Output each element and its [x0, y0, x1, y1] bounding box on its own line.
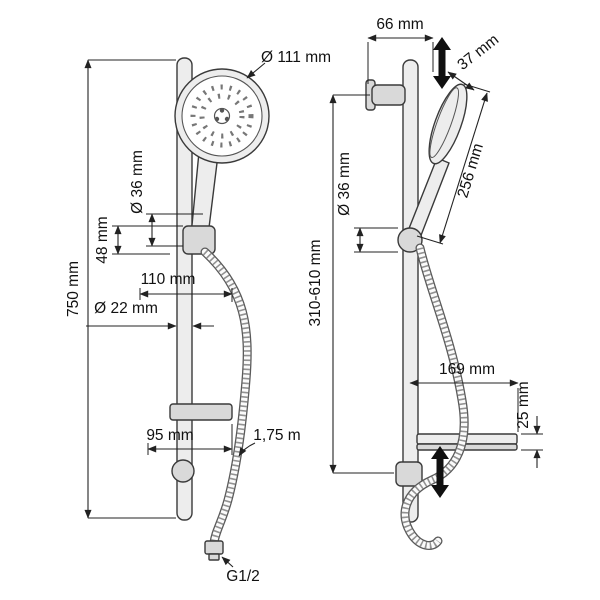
front-view: 750 mm Ø 111 mm Ø 36 mm 48 mm 110 mm: [65, 49, 331, 585]
adjust-arrow-top-icon: [433, 37, 451, 89]
dim-head-offset: 110 mm: [139, 271, 233, 302]
dim-shelf-length: 169 mm: [409, 361, 519, 432]
dim-label-head-offset: 110 mm: [141, 271, 196, 288]
dim-rail-height: 750 mm: [65, 59, 176, 519]
dim-label-adjust-range: 310-610 mm: [307, 239, 324, 326]
hose-nut-front: [204, 540, 224, 555]
dim-label-holder-diameter-front: Ø 36 mm: [129, 150, 146, 214]
bottom-bracket-side: [395, 461, 423, 487]
dim-shelf-height: 25 mm: [515, 381, 543, 468]
adjust-arrow-bottom-icon: [431, 446, 449, 498]
dim-label-holder-height: 48 mm: [94, 216, 111, 263]
dim-adjust-range: 310-610 mm: [307, 94, 394, 474]
lower-bracket-front: [169, 403, 233, 421]
dim-bracket-length: 95 mm: [146, 424, 233, 455]
dim-holder-diameter-side: Ø 36 mm: [336, 152, 398, 253]
dim-hose-length: 1,75 m: [238, 427, 301, 457]
dim-label-bracket-length: 95 mm: [146, 427, 193, 444]
hose-thread-front: [208, 553, 220, 561]
dim-label-hose-length: 1,75 m: [253, 427, 300, 444]
dim-head-diameter: Ø 111 mm: [246, 49, 331, 79]
dim-wall-offset: 66 mm: [367, 16, 434, 84]
dim-label-shelf-length: 169 mm: [439, 361, 495, 378]
dim-label-wall-offset: 66 mm: [376, 16, 423, 33]
bottom-knob-front: [171, 459, 195, 483]
shower-rail-side: [402, 59, 419, 523]
top-bracket-side: [371, 84, 406, 106]
dim-label-shelf-height: 25 mm: [515, 381, 532, 428]
dim-label-handset-length: 256 mm: [454, 141, 487, 200]
nozzle-ring-inner: [199, 93, 245, 139]
dim-label-thread: G1/2: [226, 568, 260, 585]
hose-side: [400, 243, 469, 550]
shower-head-front: [174, 68, 270, 164]
dim-label-rail-diameter: Ø 22 mm: [94, 300, 158, 317]
dim-holder-diameter-front: Ø 36 mm: [129, 150, 203, 247]
dim-label-holder-diameter-side: Ø 36 mm: [336, 152, 353, 216]
dim-head-thickness: 37 mm: [447, 31, 502, 91]
dim-label-head-thickness: 37 mm: [454, 31, 502, 74]
dim-holder-height: 48 mm: [94, 216, 183, 264]
side-view: 66 mm 37 mm 256 mm Ø 36 mm 310-610 mm: [307, 16, 543, 550]
dim-label-head-diameter: Ø 111 mm: [261, 49, 331, 66]
dim-rail-diameter: Ø 22 mm: [86, 300, 214, 330]
rail-holder-front: [182, 225, 216, 255]
hose-front: [200, 247, 252, 561]
dim-label-rail-height: 750 mm: [65, 261, 82, 317]
shelf-arm-side: [416, 443, 518, 451]
nozzle-ring-outer: [190, 84, 254, 148]
dim-thread: G1/2: [221, 556, 260, 585]
